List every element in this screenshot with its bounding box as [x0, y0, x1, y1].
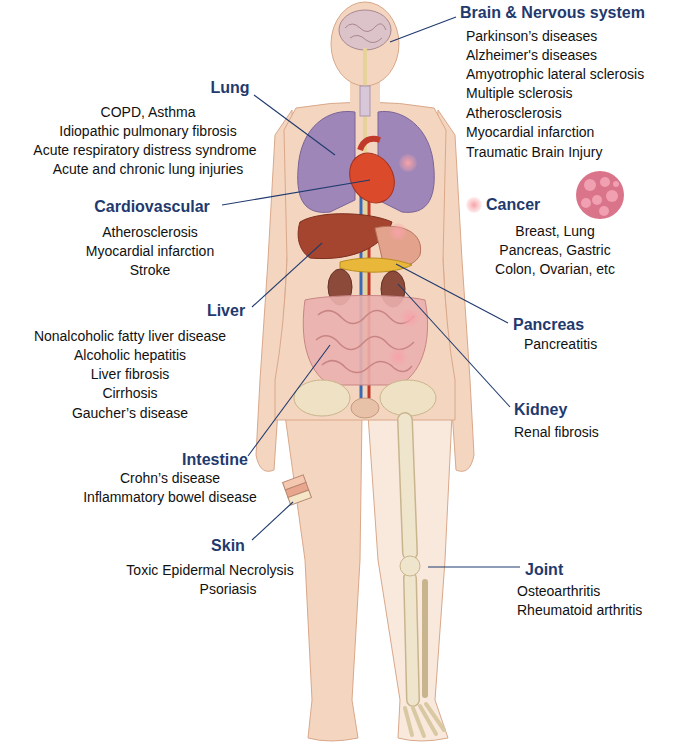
organ-heading: Joint	[525, 561, 563, 579]
cancer-cell-cluster	[576, 171, 624, 219]
disease-label: Acute and chronic lung injuries	[53, 161, 244, 177]
leader-line	[428, 566, 520, 567]
organ-heading: Intestine	[182, 451, 248, 469]
left-leg	[285, 415, 362, 741]
disease-label: Multiple sclerosis	[466, 85, 573, 101]
organ-heading: Kidney	[514, 401, 567, 419]
disease-label: Crohn’s disease	[120, 470, 220, 486]
cell	[606, 190, 618, 202]
skin-patch	[283, 475, 312, 505]
organ-heading: Lung	[210, 79, 249, 97]
brain-folds	[345, 24, 386, 43]
cell	[599, 206, 609, 216]
organ-heading: Cardiovascular	[94, 198, 210, 216]
disease-label: Pancreas, Gastric	[499, 242, 610, 258]
disease-label: Idiopathic pulmonary fibrosis	[59, 123, 236, 139]
disease-label: Inflammatory bowel disease	[83, 489, 257, 505]
disease-label: Psoriasis	[200, 581, 257, 597]
disease-label: Alzheimer's diseases	[466, 47, 597, 63]
femur	[405, 420, 410, 553]
cell	[581, 198, 591, 208]
disease-label: Osteoarthritis	[517, 583, 600, 599]
disease-label: Atherosclerosis	[466, 105, 562, 121]
organ-heading: Skin	[211, 537, 245, 555]
foot-bones	[405, 704, 444, 736]
cell	[584, 179, 596, 191]
organ-heading: Brain & Nervous system	[460, 4, 645, 22]
disease-label: COPD, Asthma	[101, 104, 196, 120]
cancer-spot	[399, 154, 417, 172]
leader-line	[398, 284, 510, 407]
disease-label: Alcoholic hepatitis	[74, 347, 186, 363]
trachea	[360, 86, 370, 116]
tibia	[410, 578, 413, 700]
fibula	[422, 582, 428, 695]
knee-joint	[400, 556, 420, 576]
organ-heading: Cancer	[486, 196, 540, 214]
disease-label: Cirrhosis	[102, 385, 157, 401]
cluster-body	[576, 171, 624, 219]
cancer-spot	[389, 348, 407, 366]
disease-label: Myocardial infarction	[86, 243, 214, 259]
cancer-legend-dot	[466, 197, 482, 213]
disease-label: Stroke	[130, 262, 170, 278]
disease-label: Renal fibrosis	[514, 424, 599, 440]
cancer-spot	[401, 309, 419, 327]
disease-label: Gaucher’s disease	[72, 405, 188, 421]
right-hip-bone	[380, 380, 436, 416]
intestine-loops	[316, 310, 414, 372]
right-leg	[368, 415, 452, 741]
disease-label: Acute respiratory distress syndrome	[33, 142, 256, 158]
disease-label: Pancreatitis	[524, 336, 597, 352]
disease-label: Nonalcoholic fatty liver disease	[34, 328, 226, 344]
organ-heading: Pancreas	[513, 316, 584, 334]
disease-label: Breast, Lung	[515, 223, 594, 239]
disease-label: Colon, Ovarian, etc	[495, 261, 615, 277]
leader-line	[390, 17, 456, 42]
leader-line	[252, 243, 322, 307]
cell	[613, 181, 619, 187]
disease-label: Amyotrophic lateral sclerosis	[466, 66, 644, 82]
cell	[592, 195, 602, 205]
leader-line	[248, 345, 330, 456]
disease-label: Liver fibrosis	[91, 366, 170, 382]
left-lung	[298, 111, 355, 212]
intestines	[303, 296, 427, 386]
leader-line	[254, 95, 335, 155]
heart	[341, 145, 403, 211]
pancreas	[340, 258, 412, 272]
femur-outline	[405, 420, 410, 553]
bladder	[351, 398, 379, 418]
tibia-outline	[410, 578, 413, 700]
aortic-arch	[360, 139, 380, 150]
disease-label: Parkinson’s diseases	[466, 28, 597, 44]
left-hip-bone	[294, 380, 350, 416]
leader-line	[222, 180, 370, 205]
disease-label: Toxic Epidermal Necrolysis	[126, 562, 293, 578]
leader-line	[252, 502, 293, 540]
brain	[339, 10, 391, 50]
organ-heading: Liver	[207, 302, 245, 320]
disease-label: Atherosclerosis	[102, 224, 198, 240]
cell	[600, 177, 610, 187]
disease-label: Traumatic Brain Injury	[466, 144, 602, 160]
disease-label: Rheumatoid arthritis	[517, 602, 642, 618]
cancer-spot	[389, 223, 407, 241]
disease-label: Myocardial infarction	[466, 124, 594, 140]
leader-line	[396, 264, 508, 323]
